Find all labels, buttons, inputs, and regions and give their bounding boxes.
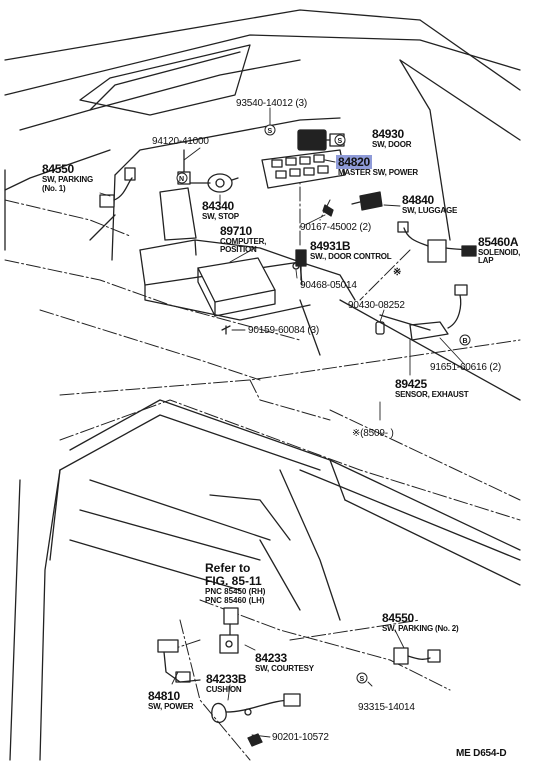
part-84930-number: 84930 bbox=[372, 127, 404, 141]
part-84550-2-desc: SW, PARKING (No. 2) bbox=[382, 624, 459, 633]
marker-s-1: S bbox=[268, 128, 273, 135]
part-93315-number: 93315-14014 bbox=[358, 702, 415, 713]
position-computer bbox=[197, 257, 276, 317]
lap-solenoid bbox=[397, 221, 477, 263]
part-94120-number: 94120-41000 bbox=[152, 136, 209, 147]
courtesy-switch bbox=[219, 607, 239, 654]
part-90159-number: 90159-60084 (3) bbox=[248, 325, 319, 336]
power-switch bbox=[157, 639, 201, 683]
leader-lines bbox=[99, 107, 477, 738]
part-84340-number: 84340 bbox=[202, 199, 234, 213]
marker-s-2: S bbox=[338, 138, 343, 145]
luggage-switch bbox=[351, 191, 383, 211]
part-89710-desc: COMPUTER, bbox=[220, 237, 267, 246]
part-85460a-desc2: LAP bbox=[478, 256, 494, 265]
part-84930-desc: SW, DOOR bbox=[372, 140, 412, 149]
reference-fig: FIG. 85-11 bbox=[205, 574, 262, 588]
part-84233-desc: SW, COURTESY bbox=[255, 664, 314, 673]
part-84233-number: 84233 bbox=[255, 651, 287, 665]
marker-circles: S N S B S ※ bbox=[176, 124, 471, 684]
cushion-switch bbox=[211, 693, 301, 723]
part-84840-number: 84840 bbox=[402, 193, 434, 207]
power-master-switch bbox=[261, 149, 346, 189]
part-84550-2-number: 84550 bbox=[382, 611, 414, 625]
part-91651-number: 91651-60616 (2) bbox=[430, 362, 501, 373]
part-84840-desc: SW, LUGGAGE bbox=[402, 206, 458, 215]
part-84931b-desc: SW., DOOR CONTROL bbox=[310, 252, 392, 261]
screw-90167 bbox=[322, 204, 334, 217]
part-90167-number: 90167-45002 (2) bbox=[300, 222, 371, 233]
console-outline bbox=[9, 399, 521, 761]
marker-b-1: B bbox=[463, 338, 468, 345]
part-84810-number: 84810 bbox=[148, 689, 180, 703]
applicability-note: ※(8509- ) bbox=[352, 428, 394, 439]
marker-n-1: N bbox=[179, 176, 184, 183]
part-89710-desc2: POSITION bbox=[220, 245, 257, 254]
screw-90468 bbox=[292, 262, 300, 270]
reference-line1: Refer to bbox=[205, 561, 251, 575]
part-89425-number: 89425 bbox=[395, 377, 427, 391]
part-93540-number: 93540-14012 (3) bbox=[236, 98, 307, 109]
part-84550-1-desc2: (No. 1) bbox=[42, 184, 66, 193]
part-90468-number: 90468-05014 bbox=[300, 280, 357, 291]
part-90430-number: 90430-08252 bbox=[348, 300, 405, 311]
marker-s-3: S bbox=[360, 676, 365, 683]
parking-switch-1 bbox=[99, 167, 136, 208]
reference-pnc-rh: PNC 85450 (RH) bbox=[205, 587, 266, 596]
asterisk-mark: ※ bbox=[393, 267, 401, 278]
stop-switch bbox=[189, 173, 239, 193]
parking-switch-2 bbox=[393, 647, 441, 665]
part-84233b-desc: CUSHION bbox=[206, 685, 242, 694]
part-84820-desc: MASTER SW, POWER bbox=[338, 168, 418, 177]
screw-90159 bbox=[221, 325, 231, 335]
exhaust-sensor bbox=[379, 284, 468, 341]
figure-code: ME D654-D bbox=[456, 748, 507, 759]
part-84550-1-number: 84550 bbox=[42, 162, 74, 176]
wiring-dashlines-upper bbox=[4, 164, 521, 501]
part-84550-1-desc: SW, PARKING bbox=[42, 175, 93, 184]
part-85460a-desc: SOLENOID, bbox=[478, 248, 521, 257]
dashboard-outline bbox=[4, 9, 521, 401]
part-84340-desc: SW, STOP bbox=[202, 212, 239, 221]
door-control-switch bbox=[295, 249, 307, 281]
part-84931b-number: 84931B bbox=[310, 239, 351, 253]
part-89710-number: 89710 bbox=[220, 224, 252, 238]
part-89425-desc: SENSOR, EXHAUST bbox=[395, 390, 469, 399]
part-84233b-number: 84233B bbox=[206, 672, 247, 686]
part-90201-number: 90201-10572 bbox=[272, 732, 329, 743]
part-85460a-number: 85460A bbox=[478, 235, 519, 249]
part-84820-number: 84820 bbox=[336, 155, 372, 169]
reference-pnc-lh: PNC 85460 (LH) bbox=[205, 596, 265, 605]
part-84810-desc: SW, POWER bbox=[148, 702, 194, 711]
